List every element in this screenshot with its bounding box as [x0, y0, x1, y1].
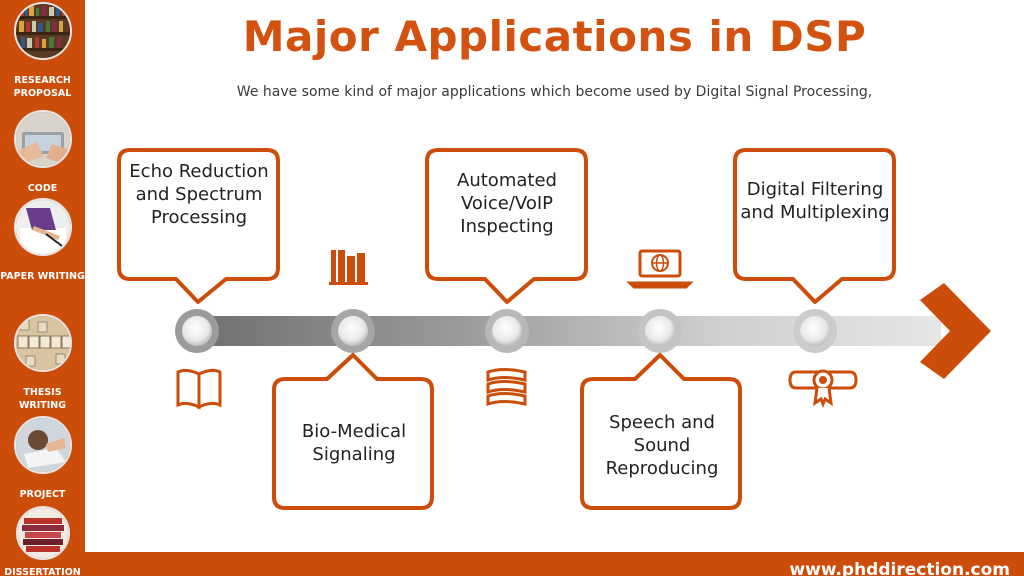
callout-box — [733, 148, 896, 304]
sidebar-item-label: CODE — [27, 183, 58, 194]
sidebar-item-research-proposal[interactable]: RESEARCH PROPOSAL — [0, 2, 85, 100]
timeline-node — [331, 309, 375, 353]
callout-box — [117, 148, 280, 304]
thesis-letters-photo — [13, 314, 72, 372]
book-stack-photo — [15, 506, 70, 560]
sidebar-item-project[interactable]: PROJECT — [0, 416, 85, 501]
timeline-node — [638, 309, 682, 353]
diploma-icon — [788, 369, 858, 409]
sidebar-item-label: PAPER WRITING — [0, 271, 85, 282]
callout-label: Echo Reduction and Spectrum Processing — [129, 161, 269, 228]
page-subtitle: We have some kind of major applications … — [236, 84, 873, 100]
pen-writing-photo — [13, 198, 72, 256]
arrow-head-icon — [920, 283, 991, 379]
timeline-node — [485, 309, 529, 353]
sidebar-item-label: RESEARCH PROPOSAL — [13, 75, 72, 99]
sidebar-item-label: PROJECT — [19, 489, 66, 500]
laptop-hands-photo — [13, 110, 72, 168]
callout-label: Speech and Sound Reproducing — [605, 412, 719, 479]
person-reading-photo — [13, 416, 72, 474]
laptop-globe-icon — [626, 249, 694, 289]
callout-label: Automated Voice/VoIP Inspecting — [457, 170, 557, 237]
sidebar-item-dissertation[interactable]: DISSERTATION — [0, 506, 85, 579]
bookshelf-photo — [13, 2, 72, 60]
timeline-node — [793, 309, 837, 353]
callout-label: Bio-Medical Signaling — [301, 421, 407, 465]
footer-bar: www.phddirection.com — [85, 552, 1024, 580]
callout-box — [580, 353, 742, 510]
callout-box — [425, 148, 588, 304]
footer-website-link[interactable]: www.phddirection.com — [789, 560, 1010, 580]
sidebar-item-label: THESIS WRITING — [18, 387, 67, 411]
sidebar-item-thesis-writing[interactable]: THESIS WRITING — [0, 314, 85, 412]
book-stack-icon — [486, 368, 527, 407]
open-book-icon — [176, 368, 222, 410]
sidebar: RESEARCH PROPOSAL CODE PAPER WRITING — [0, 0, 85, 579]
sidebar-item-code[interactable]: CODE — [0, 110, 85, 195]
timeline-graphic — [117, 148, 991, 510]
sidebar-item-label: DISSERTATION — [4, 567, 81, 578]
timeline-node — [175, 309, 219, 353]
page-title: Major Applications in DSP — [242, 12, 867, 61]
callout-box — [272, 353, 434, 510]
sidebar-item-paper-writing[interactable]: PAPER WRITING — [0, 198, 85, 283]
books-shelf-icon — [329, 250, 368, 285]
callout-label: Digital Filtering and Multiplexing — [740, 179, 890, 223]
